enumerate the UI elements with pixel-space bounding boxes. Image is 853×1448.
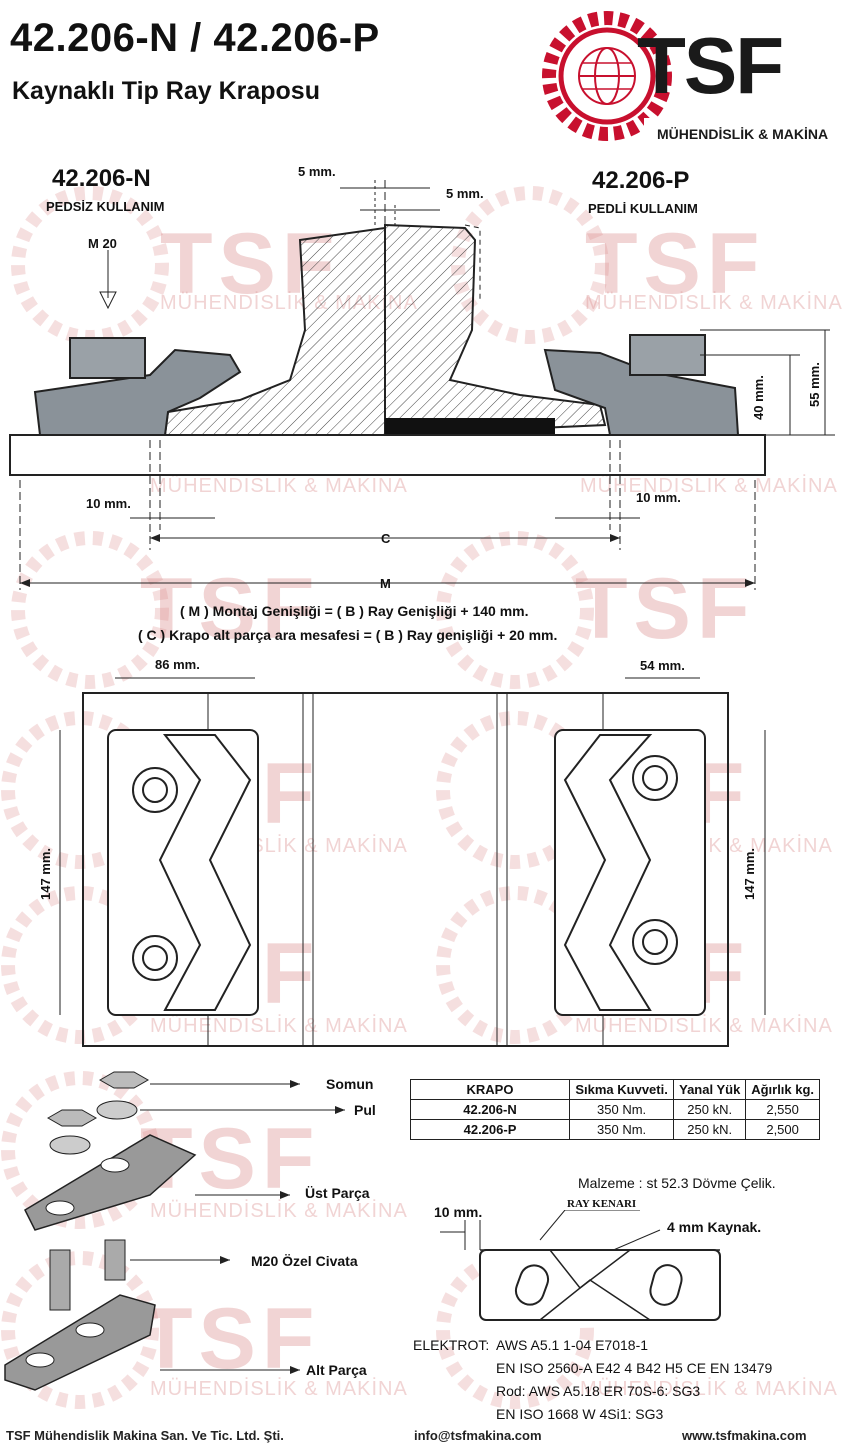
watermark-tagline: MÜHENDİSLİK & MAKİNA xyxy=(150,1015,408,1037)
table-cell: 42.206-N xyxy=(410,1099,570,1120)
spec-table: KRAPO Sıkma Kuvveti. Yanal Yük Ağırlık k… xyxy=(410,1079,820,1140)
dim-147-right: 147 mm. xyxy=(742,847,757,900)
table-header: KRAPO xyxy=(410,1079,570,1100)
right-code: 42.206-P xyxy=(592,167,690,194)
label-alt-parca: Alt Parça xyxy=(306,1362,367,1378)
bolt-label: M 20 xyxy=(88,236,117,251)
table-cell: 2,500 xyxy=(745,1119,820,1140)
weld-label: 4 mm Kaynak. xyxy=(667,1219,762,1235)
table-header: Ağırlık kg. xyxy=(745,1079,820,1100)
label-pul: Pul xyxy=(354,1102,376,1118)
dim-right-10: 10 mm. xyxy=(636,490,681,505)
logo-tagline: MÜHENDİSLİK & MAKİNA xyxy=(657,126,829,142)
watermark-tagline: MÜHENDİSLİK & MAKİNA xyxy=(580,475,838,497)
formula-m: ( M ) Montaj Genişliği = ( B ) Ray Geniş… xyxy=(180,603,529,619)
dim-left-10: 10 mm. xyxy=(86,496,131,511)
weld-dim-10: 10 mm. xyxy=(434,1204,483,1220)
dim-c: C xyxy=(381,531,391,546)
footer-email[interactable]: info@tsfmakina.com xyxy=(414,1428,542,1443)
watermark-tagline: MÜHENDİSLİK & MAKİNA xyxy=(575,1015,833,1037)
plan-view-drawing xyxy=(59,677,766,1047)
table-header: Yanal Yük xyxy=(673,1079,747,1100)
table-cell: 250 kN. xyxy=(673,1119,747,1140)
watermark-tagline: MÜHENDİSLİK & MAKİNA xyxy=(585,292,843,314)
table-cell: 350 Nm. xyxy=(568,1099,675,1120)
watermark-text: TSF xyxy=(585,216,766,312)
weld-detail-drawing xyxy=(440,1210,721,1321)
gap-top-dim: 5 mm. xyxy=(298,164,336,179)
left-usage: PEDSİZ KULLANIM xyxy=(46,199,165,214)
company-logo: TSF MÜHENDİSLİK & MAKİNA xyxy=(532,6,842,146)
electrode-label: ELEKTROT: xyxy=(413,1337,490,1353)
cross-section-drawing xyxy=(9,180,835,590)
footer-company: TSF Mühendislik Makina San. Ve Tic. Ltd.… xyxy=(6,1428,284,1443)
label-ust-parca: Üst Parça xyxy=(305,1185,370,1201)
table-row: 42.206-P 350 Nm. 250 kN. 2,500 xyxy=(410,1119,820,1140)
exploded-view-drawing xyxy=(4,1071,345,1391)
watermark-text: TSF xyxy=(575,561,756,657)
electrode-line4: EN ISO 1668 W 4Si1: SG3 xyxy=(496,1406,664,1422)
watermark-text: TSF xyxy=(140,561,321,657)
left-code: 42.206-N xyxy=(52,165,151,192)
label-civata: M20 Özel Civata xyxy=(251,1253,358,1269)
table-cell: 42.206-P xyxy=(410,1119,570,1140)
page-title: 42.206-N / 42.206-P xyxy=(10,16,380,60)
table-cell: 2,550 xyxy=(745,1099,820,1120)
watermark-tagline: MÜHENDİSLİK & MAKİNA xyxy=(580,1378,838,1400)
formula-c: ( C ) Krapo alt parça ara mesafesi = ( B… xyxy=(138,627,558,643)
dim-86: 86 mm. xyxy=(155,657,200,672)
dim-55: 55 mm. xyxy=(807,362,822,407)
electrode-line1: AWS A5.1 1-04 E7018-1 xyxy=(496,1337,649,1353)
table-cell: 250 kN. xyxy=(673,1099,747,1120)
gear-icon xyxy=(542,11,834,142)
table-header-row: KRAPO Sıkma Kuvveti. Yanal Yük Ağırlık k… xyxy=(410,1079,820,1100)
table-row: 42.206-N 350 Nm. 250 kN. 2,550 xyxy=(410,1099,820,1120)
watermark-tagline: MÜHENDİSLİK & MAKİNA xyxy=(150,1378,408,1400)
page-subtitle: Kaynaklı Tip Ray Kraposu xyxy=(12,77,320,105)
watermark-tagline: MÜHENDİSLİK & MAKİNA xyxy=(150,1200,408,1222)
table-header: Sıkma Kuvveti. xyxy=(568,1079,675,1100)
gap-mid-dim: 5 mm. xyxy=(446,186,484,201)
electrode-line2: EN ISO 2560-A E42 4 B42 H5 CE EN 13479 xyxy=(496,1360,773,1376)
watermark-tagline: MÜHENDİSLİK & MAKİNA xyxy=(150,475,408,497)
logo-text: TSF xyxy=(637,21,784,110)
table-cell: 350 Nm. xyxy=(568,1119,675,1140)
electrode-line3: Rod: AWS A5.18 ER 70S-6: SG3 xyxy=(496,1383,701,1399)
right-usage: PEDLİ KULLANIM xyxy=(588,201,698,216)
dim-147-left: 147 mm. xyxy=(38,847,53,900)
watermark-text: TSF xyxy=(140,1291,321,1387)
footer-web[interactable]: www.tsfmakina.com xyxy=(682,1428,807,1443)
dim-54: 54 mm. xyxy=(640,658,685,673)
ray-kenari-label: RAY KENARI xyxy=(567,1198,637,1210)
dim-m: M xyxy=(380,576,391,591)
label-somun: Somun xyxy=(326,1076,374,1092)
material-note: Malzeme : st 52.3 Dövme Çelik. xyxy=(578,1175,776,1191)
dim-40: 40 mm. xyxy=(751,375,766,420)
